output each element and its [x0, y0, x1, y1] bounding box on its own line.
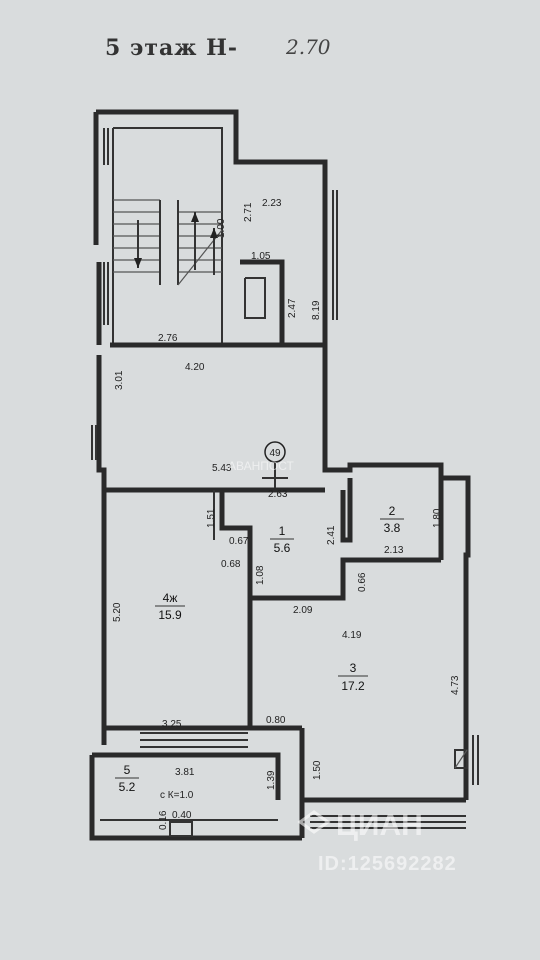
dim-4-19: 4.19: [342, 630, 362, 641]
room-4-label: 4ж 15.9: [155, 591, 185, 622]
staircase: [113, 199, 223, 286]
dim-1-50: 1.50: [312, 760, 323, 780]
dim-1-05: 1.05: [251, 251, 271, 262]
room-4-number: 4ж: [163, 591, 178, 605]
room-2-label: 2 3.8: [380, 504, 404, 535]
room-5-coefficient: с К=1.0: [160, 790, 194, 801]
dim-0-16: 0.16: [158, 810, 169, 830]
room-5-number: 5: [124, 763, 131, 777]
room-3-area: 17.2: [341, 679, 365, 693]
windows: [91, 128, 479, 837]
dimension-labels: 2.23 2.71 1.00 1.05 2.47 8.19 2.76 4.20 …: [112, 198, 461, 830]
dim-1-39: 1.39: [266, 770, 277, 790]
dim-1-08: 1.08: [255, 565, 266, 585]
watermark-brand: ЦИАН: [336, 809, 423, 842]
floor-title: 5 этаж Н-: [105, 35, 238, 61]
watermark: АВАНПОСТ ЦИАН ID:125692282: [228, 459, 457, 875]
dim-4-20: 4.20: [185, 362, 205, 373]
dim-2-09: 2.09: [293, 605, 313, 616]
dim-2-13: 2.13: [384, 545, 404, 556]
room-2-area: 3.8: [384, 521, 401, 535]
dim-0-40: 0.40: [172, 810, 192, 821]
watermark-id: ID:125692282: [318, 853, 457, 875]
dim-3-01: 3.01: [114, 370, 125, 390]
dim-4-73: 4.73: [450, 675, 461, 695]
dim-3-81: 3.81: [175, 767, 195, 778]
dim-2-47: 2.47: [287, 298, 298, 318]
room-1-number: 1: [279, 524, 286, 538]
dim-2-63: 2.63: [268, 489, 288, 500]
room-3-number: 3: [350, 661, 357, 675]
watermark-faint: АВАНПОСТ: [228, 459, 295, 473]
location-marker: 49: [262, 441, 288, 488]
dim-5-43: 5.43: [212, 463, 232, 474]
dim-2-76: 2.76: [158, 333, 178, 344]
room-5-label: 5 5.2 с К=1.0: [115, 763, 194, 801]
dim-1-51: 1.51: [206, 508, 217, 528]
cian-logo-icon: [297, 810, 331, 834]
dim-0-67: 0.67: [229, 536, 249, 547]
room-3-label: 3 17.2: [338, 661, 368, 693]
dim-1-80: 1.80: [432, 508, 443, 528]
room-5-area: 5.2: [119, 780, 136, 794]
room-1-label: 1 5.6: [270, 524, 294, 555]
room-2-number: 2: [389, 504, 396, 518]
dim-0-80: 0.80: [266, 715, 286, 726]
dim-3-25: 3.25: [162, 719, 182, 730]
dim-0-66: 0.66: [357, 572, 368, 592]
dim-2-71: 2.71: [243, 202, 254, 222]
room-1-area: 5.6: [274, 541, 291, 555]
interior-walls: [104, 259, 444, 731]
marker-label: 49: [269, 448, 281, 459]
dim-8-19: 8.19: [311, 300, 322, 320]
dim-1-00: 1.00: [216, 218, 227, 238]
dim-2-41: 2.41: [326, 525, 337, 545]
handwritten-height: 2.70: [285, 35, 331, 59]
dim-0-68: 0.68: [221, 559, 241, 570]
room-4-area: 15.9: [158, 608, 182, 622]
dim-5-20: 5.20: [112, 602, 123, 622]
dim-2-23: 2.23: [262, 198, 282, 209]
